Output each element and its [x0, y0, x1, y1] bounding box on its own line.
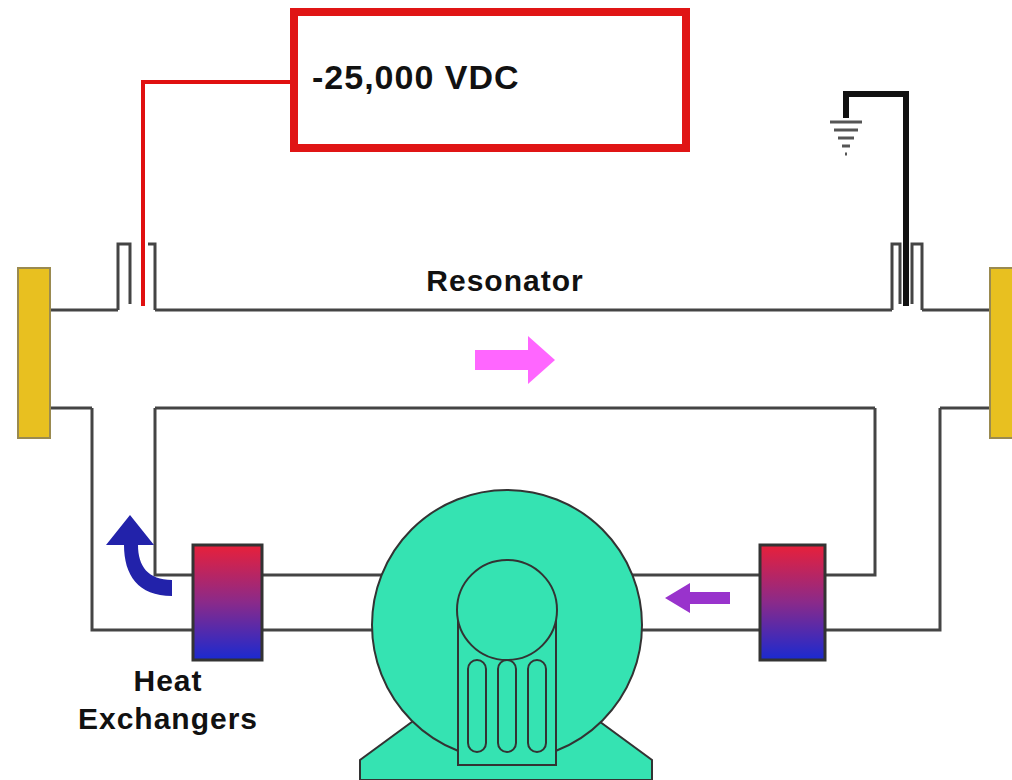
ground-symbol: [830, 122, 862, 154]
voltage-label: -25,000 VDC: [312, 58, 682, 97]
ground-wire: [846, 94, 906, 306]
heat-exchanger: [193, 545, 262, 660]
hv-wire: [143, 82, 292, 306]
heat-exchanger: [760, 545, 825, 660]
flow-arrow: [665, 583, 730, 613]
part-name: Resonator: [426, 262, 583, 300]
blower: [360, 490, 652, 780]
electrode: [118, 244, 922, 310]
part-name: Heat Exchangers: [78, 662, 258, 737]
mirror: [990, 268, 1012, 438]
power-supply-box: -25,000 VDC: [290, 8, 690, 152]
mirror: [18, 268, 50, 438]
flow-arrow: [106, 515, 172, 596]
flow-arrow: [475, 336, 555, 384]
